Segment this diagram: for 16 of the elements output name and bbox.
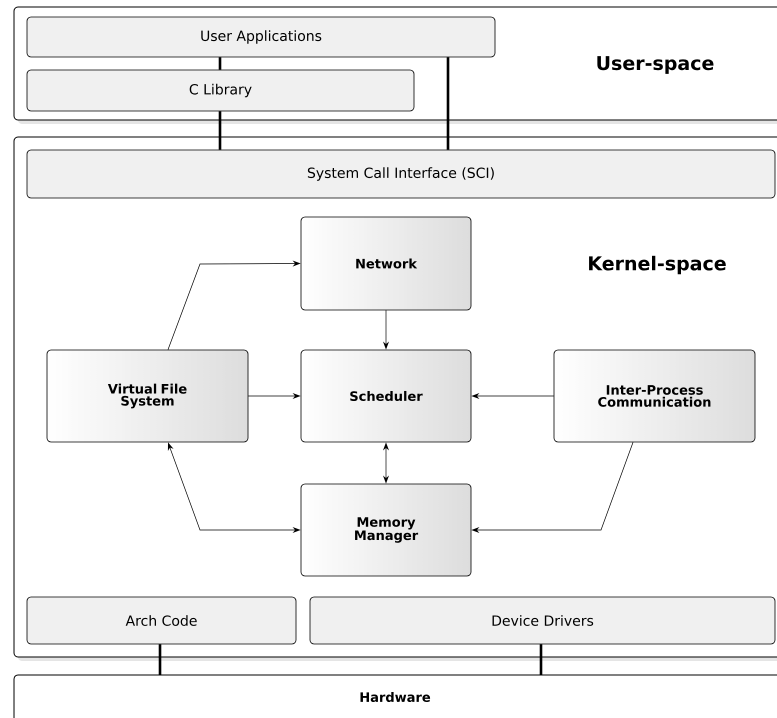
- connector-line: [158, 644, 162, 674]
- connector-line: [540, 644, 542, 674]
- connector-line: [446, 57, 450, 150]
- connector-line: [218, 57, 222, 70]
- component-box: Inter-Process Communication: [554, 350, 756, 442]
- layer-box: C Library: [26, 70, 414, 112]
- connector-line: [218, 111, 222, 150]
- component-box: Memory Manager: [300, 484, 472, 576]
- component-box: Scheduler: [300, 350, 472, 442]
- hardware-box: Hardware: [14, 674, 777, 718]
- layer-box: Device Drivers: [310, 596, 776, 644]
- layer-box: User Applications: [26, 16, 496, 58]
- layer-box: Arch Code: [26, 596, 296, 644]
- component-box: Network: [300, 216, 472, 310]
- layer-box: System Call Interface (SCI): [26, 150, 776, 198]
- component-box: Virtual File System: [46, 350, 248, 442]
